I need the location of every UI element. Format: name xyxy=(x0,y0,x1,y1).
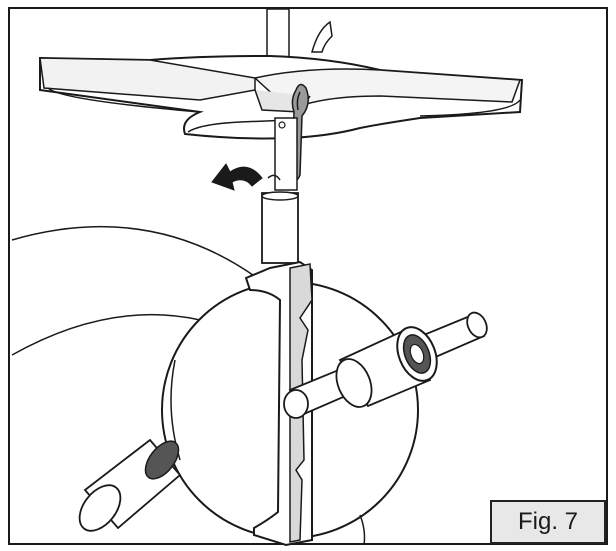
star-plate xyxy=(39,54,524,140)
shaft-upper xyxy=(274,117,298,191)
axle-rear xyxy=(78,438,182,532)
mast-bracket xyxy=(311,20,333,53)
figure-border xyxy=(8,7,608,545)
background-arc-outer xyxy=(11,225,261,281)
background-arc-inner xyxy=(11,313,201,356)
bearing-collar xyxy=(335,326,438,408)
mast xyxy=(266,8,290,58)
shaft-hook xyxy=(267,174,281,181)
disc-lower-edge xyxy=(359,514,366,546)
coupling-tube xyxy=(261,192,299,264)
figure-label: Fig. 7 xyxy=(490,500,606,544)
curved-arrow-icon xyxy=(211,163,263,191)
shaft-pin xyxy=(278,121,286,129)
